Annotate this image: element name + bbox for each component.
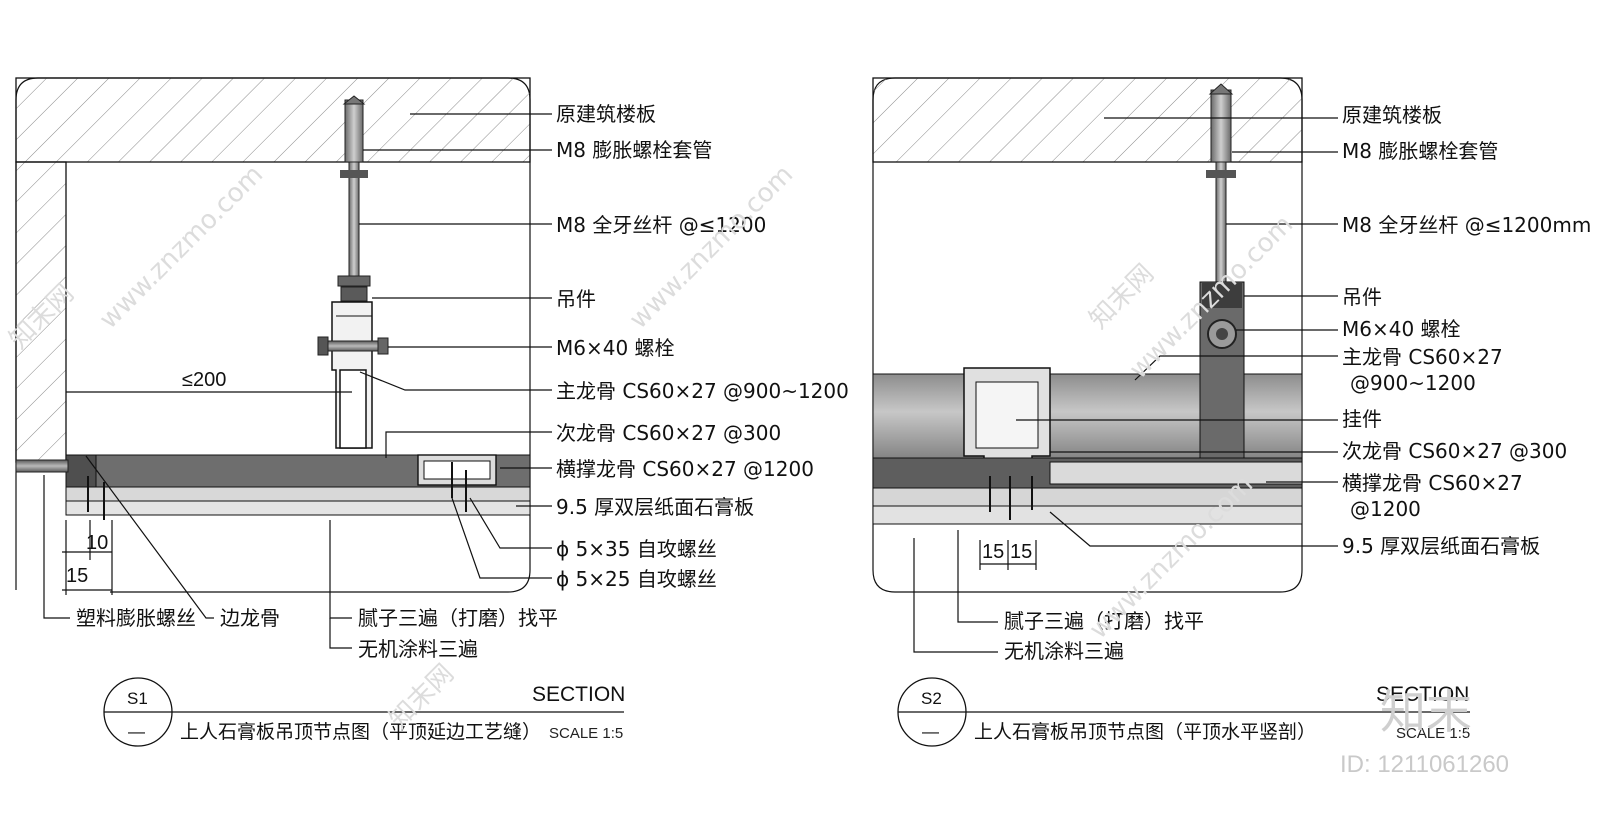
s2-label-main-keel-1: 主龙骨 CS60×27 <box>1342 345 1503 369</box>
s1-m6-bolt <box>317 336 389 356</box>
s2-label-board: 9.5 厚双层纸面石膏板 <box>1342 534 1540 558</box>
s2-self-tapping-screws <box>989 476 1033 520</box>
s1-label-cross-keel: 横撑龙骨 CS60×27 @1200 <box>556 457 814 481</box>
s2-scale: SCALE 1:5 <box>1396 725 1470 742</box>
s2-label-slab: 原建筑楼板 <box>1342 103 1442 127</box>
s1-title-block: S1 — SECTION 上人石膏板吊顶节点图（平顶延边工艺缝） SCALE 1… <box>103 677 625 747</box>
s1-concrete-slab <box>15 77 531 163</box>
s2-section-word: SECTION <box>1376 683 1469 706</box>
s2-label-clip: 挂件 <box>1342 407 1382 431</box>
watermark-site-1: www.znzmo.com <box>94 160 269 335</box>
s1-label-anchor-sleeve: M8 膨胀螺栓套管 <box>556 138 712 162</box>
s1-label-putty: 腻子三遍（打磨）找平 <box>358 606 558 630</box>
s1-concrete-wall <box>15 161 67 463</box>
s2-dim-15b: 15 <box>1010 541 1032 563</box>
s1-edge-keel <box>65 454 97 490</box>
s2-hanger <box>1199 281 1245 459</box>
s1-label-rod: M8 全牙丝杆 @≤1200 <box>556 213 766 237</box>
s1-scale: SCALE 1:5 <box>549 725 623 742</box>
s2-label-rod: M8 全牙丝杆 @≤1200mm <box>1342 213 1591 237</box>
s2-clip <box>963 367 1051 471</box>
s2-label-bolt: M6×40 螺栓 <box>1342 317 1461 341</box>
s2-label-main-keel-2: @900~1200 <box>1350 371 1476 395</box>
s1-gypsum-board-2 <box>65 500 531 516</box>
s1-nut-stack <box>337 170 371 302</box>
s2-label-sub-keel: 次龙骨 CS60×27 @300 <box>1342 439 1567 463</box>
s2-detail: 原建筑楼板 M8 膨胀螺栓套管 M8 全牙丝杆 @≤1200mm 吊件 M6×4… <box>872 77 1591 747</box>
s1-leaders <box>43 113 552 649</box>
s1-section-word: SECTION <box>532 683 625 706</box>
s1-self-tapping-screws <box>87 462 467 520</box>
s2-label-hanger: 吊件 <box>1342 285 1382 309</box>
s2-label-cross-keel-1: 横撑龙骨 CS60×27 <box>1342 471 1523 495</box>
s2-leaders <box>913 117 1338 653</box>
s1-dim-10: 10 <box>86 532 108 554</box>
s2-gypsum-board-2 <box>872 505 1303 525</box>
s1-detail: 原建筑楼板 M8 膨胀螺栓套管 M8 全牙丝杆 @≤1200 吊件 M6×40 … <box>15 77 849 747</box>
s2-title-block: S2 — SECTION 上人石膏板吊顶节点图（平顶水平竖剖） SCALE 1:… <box>897 677 1470 747</box>
s1-label-sub-keel: 次龙骨 CS60×27 @300 <box>556 421 781 445</box>
s2-anchor-sleeve <box>1210 89 1232 163</box>
s1-title: 上人石膏板吊顶节点图（平顶延边工艺缝） <box>180 720 541 743</box>
s1-label-board: 9.5 厚双层纸面石膏板 <box>556 495 754 519</box>
s1-label-paint: 无机涂料三遍 <box>358 637 478 661</box>
s1-main-keel <box>339 369 367 449</box>
s1-gypsum-board-1 <box>65 486 531 502</box>
s2-concrete-slab <box>872 77 1303 163</box>
s2-label-putty: 腻子三遍（打磨）找平 <box>1004 609 1204 633</box>
s1-plastic-anchor <box>15 459 69 473</box>
s2-label-cross-keel-2: @1200 <box>1350 497 1421 521</box>
s2-dim-15a: 15 <box>982 541 1004 563</box>
s2-badge-bottom: — <box>922 722 939 741</box>
s2-title: 上人石膏板吊顶节点图（平顶水平竖剖） <box>974 720 1316 743</box>
s1-label-screw-35: ϕ 5×35 自攻螺丝 <box>556 537 717 561</box>
s1-cross-keel <box>417 454 497 486</box>
watermark-brand-3: 知末网 <box>1084 259 1160 335</box>
s1-label-bolt: M6×40 螺栓 <box>556 336 675 360</box>
s2-label-paint: 无机涂料三遍 <box>1004 639 1124 663</box>
s1-label-hanger: 吊件 <box>556 287 596 311</box>
s1-anchor-sleeve <box>344 99 364 163</box>
s2-label-anchor-sleeve: M8 膨胀螺栓套管 <box>1342 139 1498 163</box>
s1-threaded-rod <box>348 161 360 283</box>
s1-label-edge-keel: 边龙骨 <box>220 606 280 630</box>
s2-badge-top: S2 <box>921 689 942 708</box>
watermark-id: ID: 1211061260 <box>1340 751 1509 778</box>
s1-label-screw-25: ϕ 5×25 自攻螺丝 <box>556 567 717 591</box>
watermark-site-2: www.znzmo.com <box>624 160 799 335</box>
s1-label-plastic-screw: 塑料膨胀螺丝 <box>76 606 196 630</box>
s1-label-slab: 原建筑楼板 <box>556 102 656 126</box>
s1-label-main-keel: 主龙骨 CS60×27 @900~1200 <box>556 379 849 403</box>
s1-badge-top: S1 <box>127 689 148 708</box>
s1-dim-wall-gap: ≤200 <box>182 369 226 391</box>
s1-badge-bottom: — <box>128 722 145 741</box>
s1-dim-15: 15 <box>66 565 88 587</box>
watermark-logo: 知末 <box>1380 685 1472 739</box>
